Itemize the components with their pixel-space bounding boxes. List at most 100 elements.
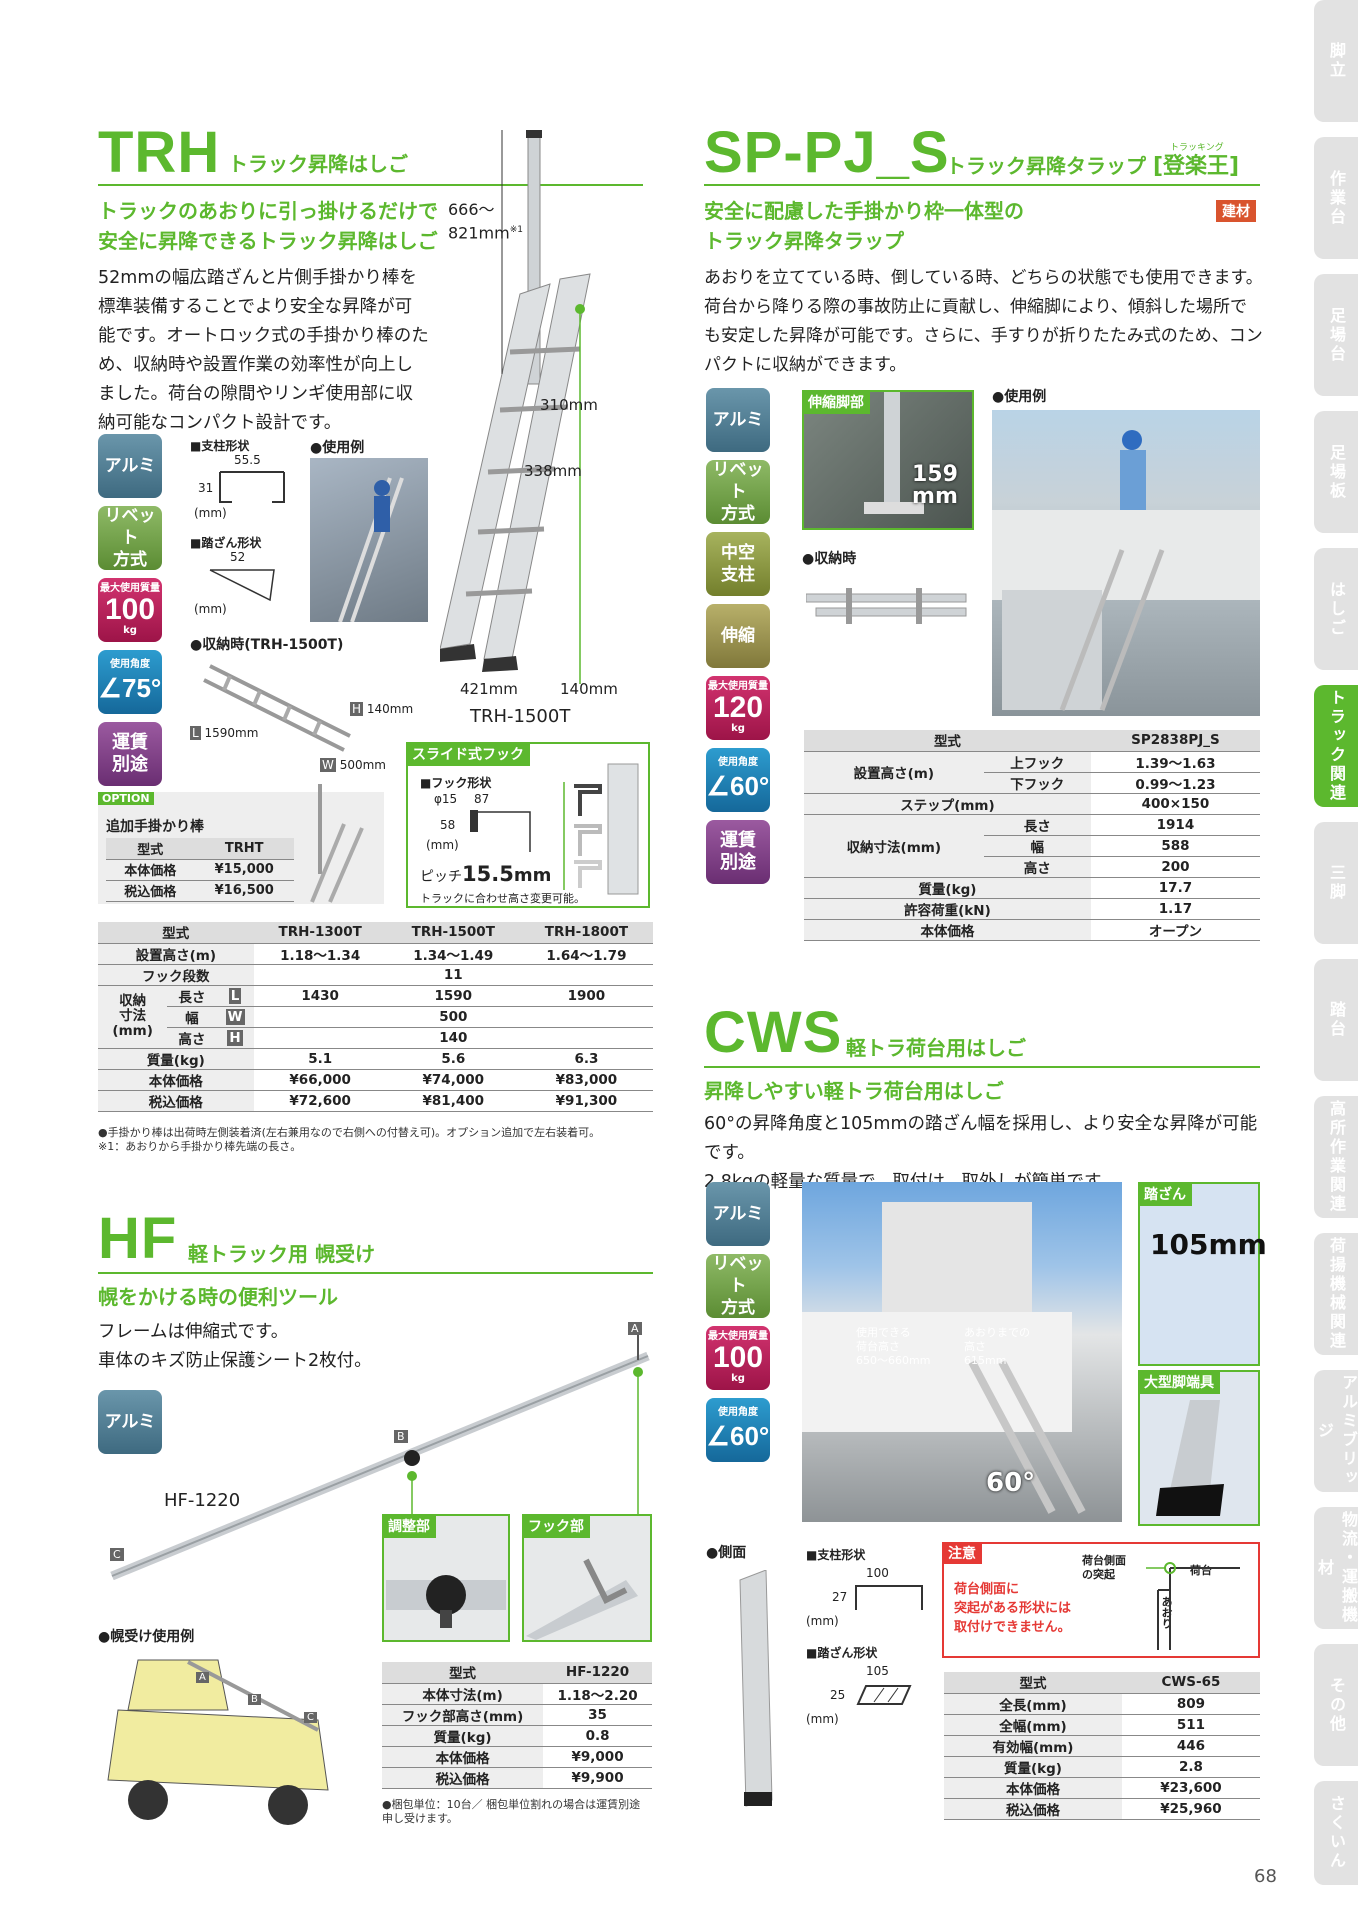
step-pitch-dim: 310mm: [540, 396, 598, 414]
rivet-badge: リベット方式: [98, 506, 162, 570]
usage-example-label: ●使用例: [310, 440, 365, 456]
storage-l-dim: L 1590mm: [190, 726, 259, 740]
adjust-drawing: [386, 1575, 506, 1628]
side-tab-5[interactable]: はしご: [1314, 548, 1358, 670]
hook-tag: フック部: [522, 1514, 590, 1538]
aluminum-badge: アルミ: [706, 1182, 770, 1246]
foot-drawing: [1156, 1400, 1224, 1516]
sppj-ruby: トラッキング: [1170, 143, 1224, 153]
cws-title-rule: [704, 1066, 1260, 1068]
usage-mark-c: C: [304, 1712, 317, 1723]
step-shape-label: ■踏ざん形状: [806, 1646, 878, 1660]
side-tab-10[interactable]: 荷揚機械関連: [1314, 1233, 1358, 1355]
step-dim: 105mm: [1150, 1228, 1267, 1261]
side-tab-1[interactable]: 脚立: [1314, 0, 1358, 122]
adjust-tag: 調整部: [382, 1514, 436, 1538]
mm-unit: (mm): [194, 506, 227, 520]
pitch-label: ピッチ15.5mm: [420, 862, 552, 886]
rivet-badge: リベット方式: [706, 1254, 770, 1318]
cws-usage-photo: [802, 1182, 1122, 1522]
side-tab-6[interactable]: トラック関連: [1314, 685, 1358, 807]
aluminum-badge: アルミ: [98, 434, 162, 498]
aluminum-badge: アルミ: [706, 388, 770, 452]
usage-example-label: ●幌受け使用例: [98, 1629, 195, 1645]
storage-label: ●収納時(TRH-1500T): [190, 637, 344, 653]
trh-title: TRH: [98, 120, 221, 185]
slide-hook-illustration: [563, 763, 639, 895]
post-width-dim: 55.5: [234, 453, 261, 467]
hook-diameter-dim: φ15: [434, 792, 458, 806]
option-title: 追加手掛かり棒: [106, 819, 204, 835]
side-tab-2[interactable]: 作業台: [1314, 137, 1358, 259]
trh-description: 52mmの幅広踏ざんと片側手掛かり棒を標準装備することでより安全な昇降が可能です…: [98, 268, 429, 433]
hook-length-dim: 87: [474, 792, 490, 806]
side-tab-7[interactable]: 三脚: [1314, 822, 1358, 944]
side-tab-3[interactable]: 足場台: [1314, 274, 1358, 396]
caution-diagram-label1: 荷台側面の突起: [1082, 1554, 1126, 1581]
step-height-dim: 25: [830, 1688, 846, 1702]
side-tab-12[interactable]: 物流・運搬機材: [1314, 1507, 1358, 1629]
side-view-drawing: [739, 1570, 773, 1807]
ladder-width-dim: 338mm: [524, 462, 582, 480]
shipping-badge: 運賃別途: [706, 820, 770, 884]
mm-unit: (mm): [426, 838, 459, 852]
side-tab-8[interactable]: 踏台: [1314, 959, 1358, 1081]
side-tab-11[interactable]: アルミブリッジ: [1314, 1370, 1358, 1492]
hook-shape-diagram: [470, 810, 531, 852]
storage-label: ●収納時: [802, 551, 857, 567]
trh-lead: トラックのあおりに引っ掛けるだけで安全に昇降できるトラック昇降はしご: [98, 199, 438, 253]
caution-text: 荷台側面に突起がある形状には取付けできません。: [954, 1582, 1072, 1635]
sppj-usage-photo: [992, 410, 1260, 716]
hook-depth-dim: 58: [440, 818, 456, 832]
caution-diagram: [1146, 1562, 1240, 1650]
storage-w-dim: W 500mm: [320, 758, 386, 772]
usage-example-label: ●使用例: [992, 389, 1047, 405]
trh-title-rule: [98, 184, 643, 186]
trh-ladder-drawing: [440, 130, 591, 684]
post-shape-label: ■支柱形状: [806, 1548, 866, 1562]
telescopic-badge: 伸縮: [706, 604, 770, 668]
side-tab-13[interactable]: その他: [1314, 1644, 1358, 1766]
angle-badge: 使用角度∠75°: [98, 650, 162, 714]
telescopic-leg-tag: 伸縮脚部: [802, 390, 870, 414]
side-tab-4[interactable]: 足場板: [1314, 411, 1358, 533]
angle-badge: 使用角度∠60°: [706, 1398, 770, 1462]
trh-model-label: TRH-1500T: [470, 706, 571, 727]
page-number: 68: [1254, 1866, 1277, 1887]
mm-unit: (mm): [806, 1614, 839, 1628]
sppj-description: あおりを立てている時、倒している時、どちらの状態でも使用できます。荷台から降りる…: [704, 268, 1263, 375]
trh-usage-photo: [310, 458, 428, 622]
step-width-dim: 52: [230, 550, 246, 564]
post-height-dim: 31: [198, 481, 214, 495]
storage-drawing: [806, 588, 967, 624]
post-shape-diagram: [219, 471, 285, 503]
trh-notes: ●手掛かり棒は出荷時左側装着済(左右兼用なので右側への付替え可)。オプション追加…: [98, 1126, 601, 1153]
hf-title-rule: [98, 1272, 653, 1274]
hook-shape-label: ■フック形状: [420, 776, 492, 790]
step-width-dim: 105: [866, 1664, 889, 1678]
mark-c: C: [110, 1548, 124, 1561]
side-tab-9[interactable]: 高所作業関連: [1314, 1096, 1358, 1218]
hollow-post-badge: 中空支柱: [706, 532, 770, 596]
mm-unit: (mm): [194, 602, 227, 616]
storage-ladder-drawing: [203, 664, 351, 752]
aluminum-badge: アルミ: [98, 1390, 162, 1454]
sppj-title: SP-PJ_S: [704, 120, 950, 185]
hf-usage-illustration: [107, 1659, 329, 1825]
post-height-dim: 27: [832, 1590, 848, 1604]
hf-title: HF: [98, 1206, 178, 1271]
option-tag: OPTION: [98, 792, 154, 805]
hook-note: トラックに合わせ高さ変更可能。: [420, 892, 585, 905]
side-tab-14[interactable]: さくいん: [1314, 1781, 1358, 1885]
hf-bar-drawing: [110, 1328, 650, 1580]
caution-box: [942, 1542, 1260, 1658]
storage-h-dim: H 140mm: [350, 702, 414, 716]
base-depth-dim: 421mm: [460, 680, 518, 698]
